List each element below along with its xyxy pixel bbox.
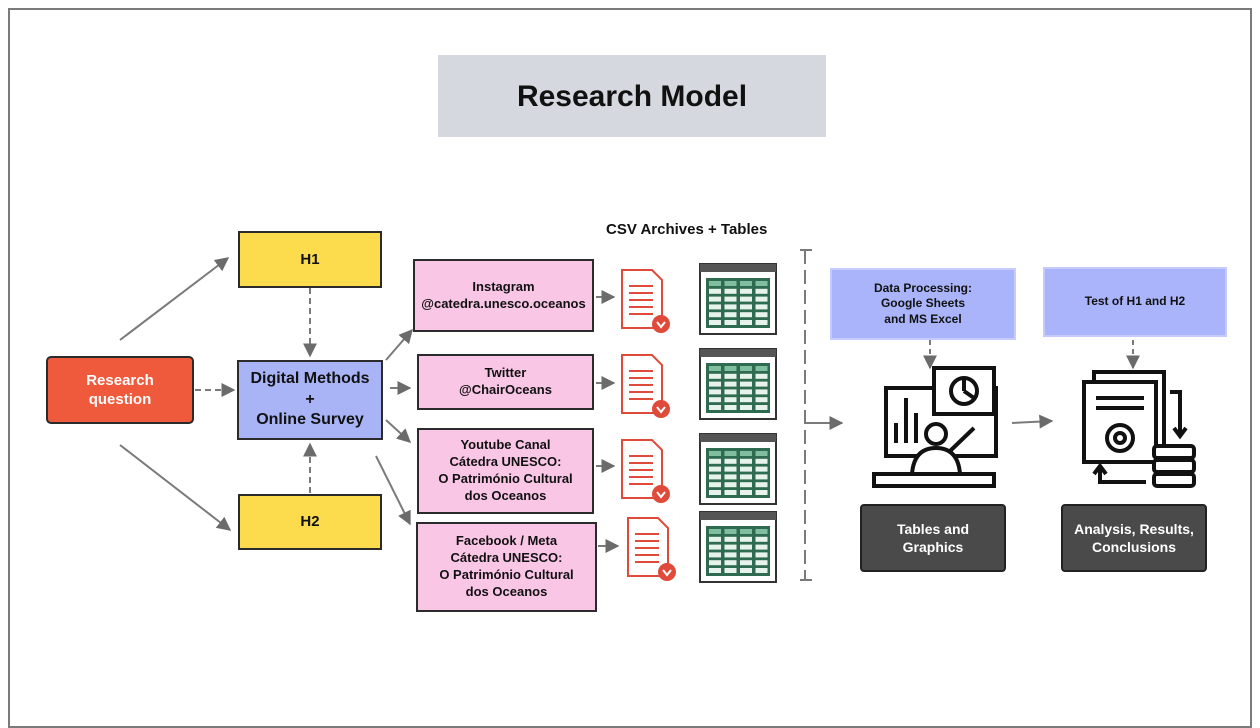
csv-file-icon: [621, 269, 670, 333]
spreadsheet-icon: [699, 433, 777, 505]
analysis-results-box: Analysis, Results, Conclusions: [1061, 504, 1207, 572]
document-gear-database-icon: [1082, 370, 1196, 488]
arrow-methods-facebook: [375, 455, 411, 526]
spreadsheet-icon: [699, 511, 777, 583]
csv-archives-label: CSV Archives + Tables: [606, 221, 768, 238]
arrow-methods-instagram: [385, 328, 413, 361]
diagram-canvas: Research Model CSV Archives + Tables: [8, 8, 1252, 728]
csv-file-icon: [621, 354, 670, 418]
twitter-box: Twitter @ChairOceans: [417, 354, 594, 410]
arrow-presentation-analysis: [1011, 414, 1054, 429]
data-processing-box: Data Processing: Google Sheets and MS Ex…: [830, 268, 1016, 340]
presentation-analytics-icon: [872, 366, 998, 488]
arrow-question-h1: [119, 257, 230, 341]
icons-layer: [621, 263, 1196, 583]
title-box: Research Model: [438, 55, 826, 137]
h1-box: H1: [238, 231, 382, 288]
youtube-box: Youtube Canal Cátedra UNESCO: O Patrimón…: [417, 428, 594, 514]
h2-box: H2: [238, 494, 382, 550]
csv-file-icon: [621, 439, 670, 503]
digital-methods-box: Digital Methods + Online Survey: [237, 360, 383, 440]
test-box: Test of H1 and H2: [1043, 267, 1227, 337]
instagram-box: Instagram @catedra.unesco.oceanos: [413, 259, 594, 332]
arrow-question-h2: [119, 444, 232, 531]
connectors: [119, 249, 1140, 581]
spreadsheet-icon: [699, 263, 777, 335]
spreadsheet-icon: [699, 348, 777, 420]
facebook-box: Facebook / Meta Cátedra UNESCO: O Patrim…: [416, 522, 597, 612]
research-question-box: Research question: [46, 356, 194, 424]
tables-graphics-box: Tables and Graphics: [860, 504, 1006, 572]
csv-file-icon: [627, 517, 676, 581]
arrow-methods-youtube: [385, 419, 412, 443]
